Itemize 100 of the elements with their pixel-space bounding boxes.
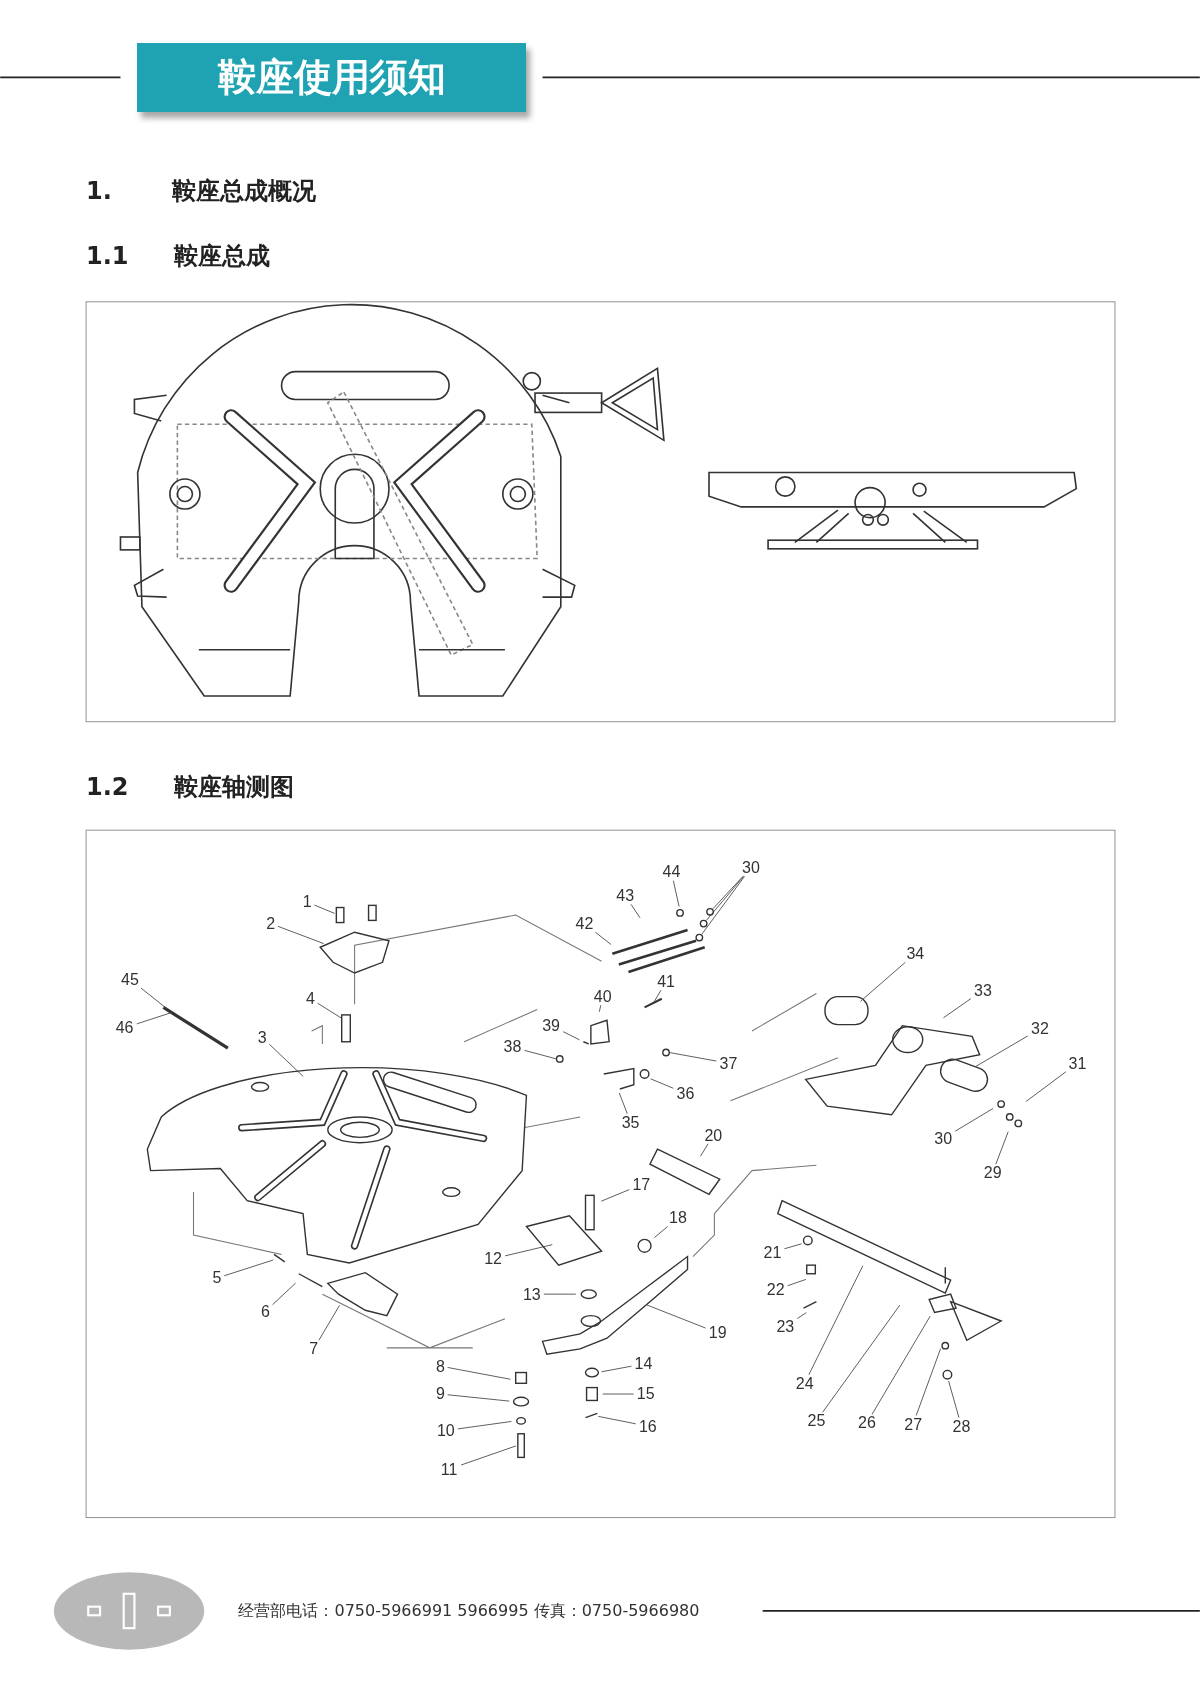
leader-line: [653, 989, 662, 1002]
section-number: 1.1: [85, 241, 129, 270]
leader-line: [943, 998, 972, 1019]
leader-line: [915, 1348, 941, 1416]
callout-number: 25: [807, 1412, 826, 1431]
leader-line: [712, 875, 744, 910]
callout-number: 9: [436, 1385, 445, 1404]
leader-line: [457, 1421, 512, 1430]
leader-line: [601, 1365, 632, 1373]
callout-number: 13: [522, 1285, 541, 1304]
leader-line: [136, 1012, 172, 1025]
section-heading: 鞍座轴测图: [174, 772, 295, 804]
leader-line: [650, 1078, 674, 1089]
callout-number: 20: [704, 1126, 723, 1145]
callout-number: 23: [776, 1317, 795, 1336]
leader-line: [1025, 1071, 1067, 1102]
leader-line: [460, 1445, 517, 1466]
callout-number: 1: [302, 893, 312, 912]
section-number: 1.: [85, 177, 112, 206]
leader-line: [871, 1315, 931, 1415]
leader-line: [317, 1002, 342, 1019]
callout-number: 26: [858, 1414, 876, 1433]
callout-number: 28: [952, 1417, 971, 1436]
leader-line: [504, 1244, 553, 1257]
callout-number: 40: [593, 987, 612, 1006]
leader-line: [700, 1143, 709, 1157]
callout-number: 35: [621, 1113, 640, 1132]
callout-number: 27: [904, 1415, 923, 1434]
leader-line: [630, 903, 641, 919]
callout-number: 42: [575, 914, 594, 933]
contact-line: 经营部电话：0750-5966991 5966995 传真：0750-5966980: [238, 1600, 700, 1622]
callout-number: 30: [742, 859, 760, 878]
callout-number: 19: [708, 1324, 727, 1343]
callout-number: 31: [1068, 1054, 1087, 1073]
callout-number: 14: [634, 1355, 653, 1374]
leader-line: [954, 1108, 994, 1132]
leader-line: [783, 1243, 802, 1250]
callout-number: 43: [616, 886, 635, 905]
callout-number: 38: [503, 1038, 522, 1057]
leader-line: [562, 1031, 580, 1041]
leader-line: [140, 987, 168, 1009]
callout-number: 10: [436, 1421, 455, 1440]
callout-number: 2: [266, 914, 276, 933]
callout-number: 45: [121, 970, 139, 989]
leader-line: [948, 1380, 960, 1419]
leader-line: [597, 1415, 637, 1425]
section-heading: 鞍座总成: [174, 240, 271, 272]
section-number: 1.2: [85, 773, 129, 802]
callout-number: 32: [1031, 1020, 1049, 1039]
title-banner: 鞍座使用须知: [137, 43, 526, 112]
callout-number: 16: [638, 1417, 657, 1436]
leader-line: [706, 875, 745, 921]
washer-drawing: [555, 1055, 564, 1063]
section-heading: 鞍座总成概况: [171, 176, 316, 208]
leader-line: [787, 1279, 807, 1287]
nut-drawing: [662, 1048, 670, 1057]
leader-line: [701, 875, 745, 935]
leader-line: [602, 1393, 635, 1395]
callout-number: 41: [657, 972, 675, 991]
leader-line: [808, 1265, 864, 1376]
callout-number: 5: [212, 1269, 222, 1288]
leader-line: [672, 880, 680, 907]
leader-line: [618, 1092, 628, 1115]
leader-line: [272, 1282, 297, 1306]
callout-number: 3: [257, 1028, 267, 1047]
callout-number: 36: [676, 1084, 695, 1103]
callout-number: 46: [115, 1019, 134, 1038]
callout-number: 39: [542, 1016, 560, 1035]
leader-line: [524, 1049, 557, 1060]
callout-number: 11: [440, 1460, 458, 1479]
leader-line: [318, 1304, 340, 1341]
callout-number: 22: [766, 1281, 785, 1300]
leader-line: [975, 1035, 1029, 1067]
callout-number: 4: [306, 990, 315, 1009]
callout-number: 37: [719, 1054, 738, 1073]
leader-line: [277, 925, 325, 944]
callout-number: 17: [632, 1175, 651, 1194]
leader-line: [646, 1304, 706, 1329]
leader-line: [314, 904, 335, 914]
leader-line: [600, 1189, 630, 1202]
callout-number: 15: [636, 1385, 655, 1404]
leader-line: [598, 1004, 602, 1013]
leader-line: [447, 1394, 510, 1402]
callout-number: 12: [484, 1250, 502, 1269]
callout-number: 6: [260, 1302, 270, 1321]
callout-number: 33: [974, 981, 992, 1000]
leader-line: [543, 1293, 577, 1295]
callout-number: 29: [983, 1164, 1002, 1183]
leader-line: [594, 931, 612, 946]
leader-line: [860, 961, 906, 1002]
leader-line: [653, 1226, 669, 1239]
callout-number: 21: [763, 1243, 782, 1262]
callout-number: 8: [436, 1357, 445, 1376]
callout-number: 7: [309, 1340, 319, 1359]
leader-line: [822, 1304, 901, 1413]
callout-number: 24: [795, 1374, 814, 1393]
callout-number: 30: [934, 1129, 953, 1148]
callout-number: 44: [662, 863, 681, 882]
leader-line: [268, 1043, 304, 1077]
callout-number: 18: [669, 1209, 687, 1228]
